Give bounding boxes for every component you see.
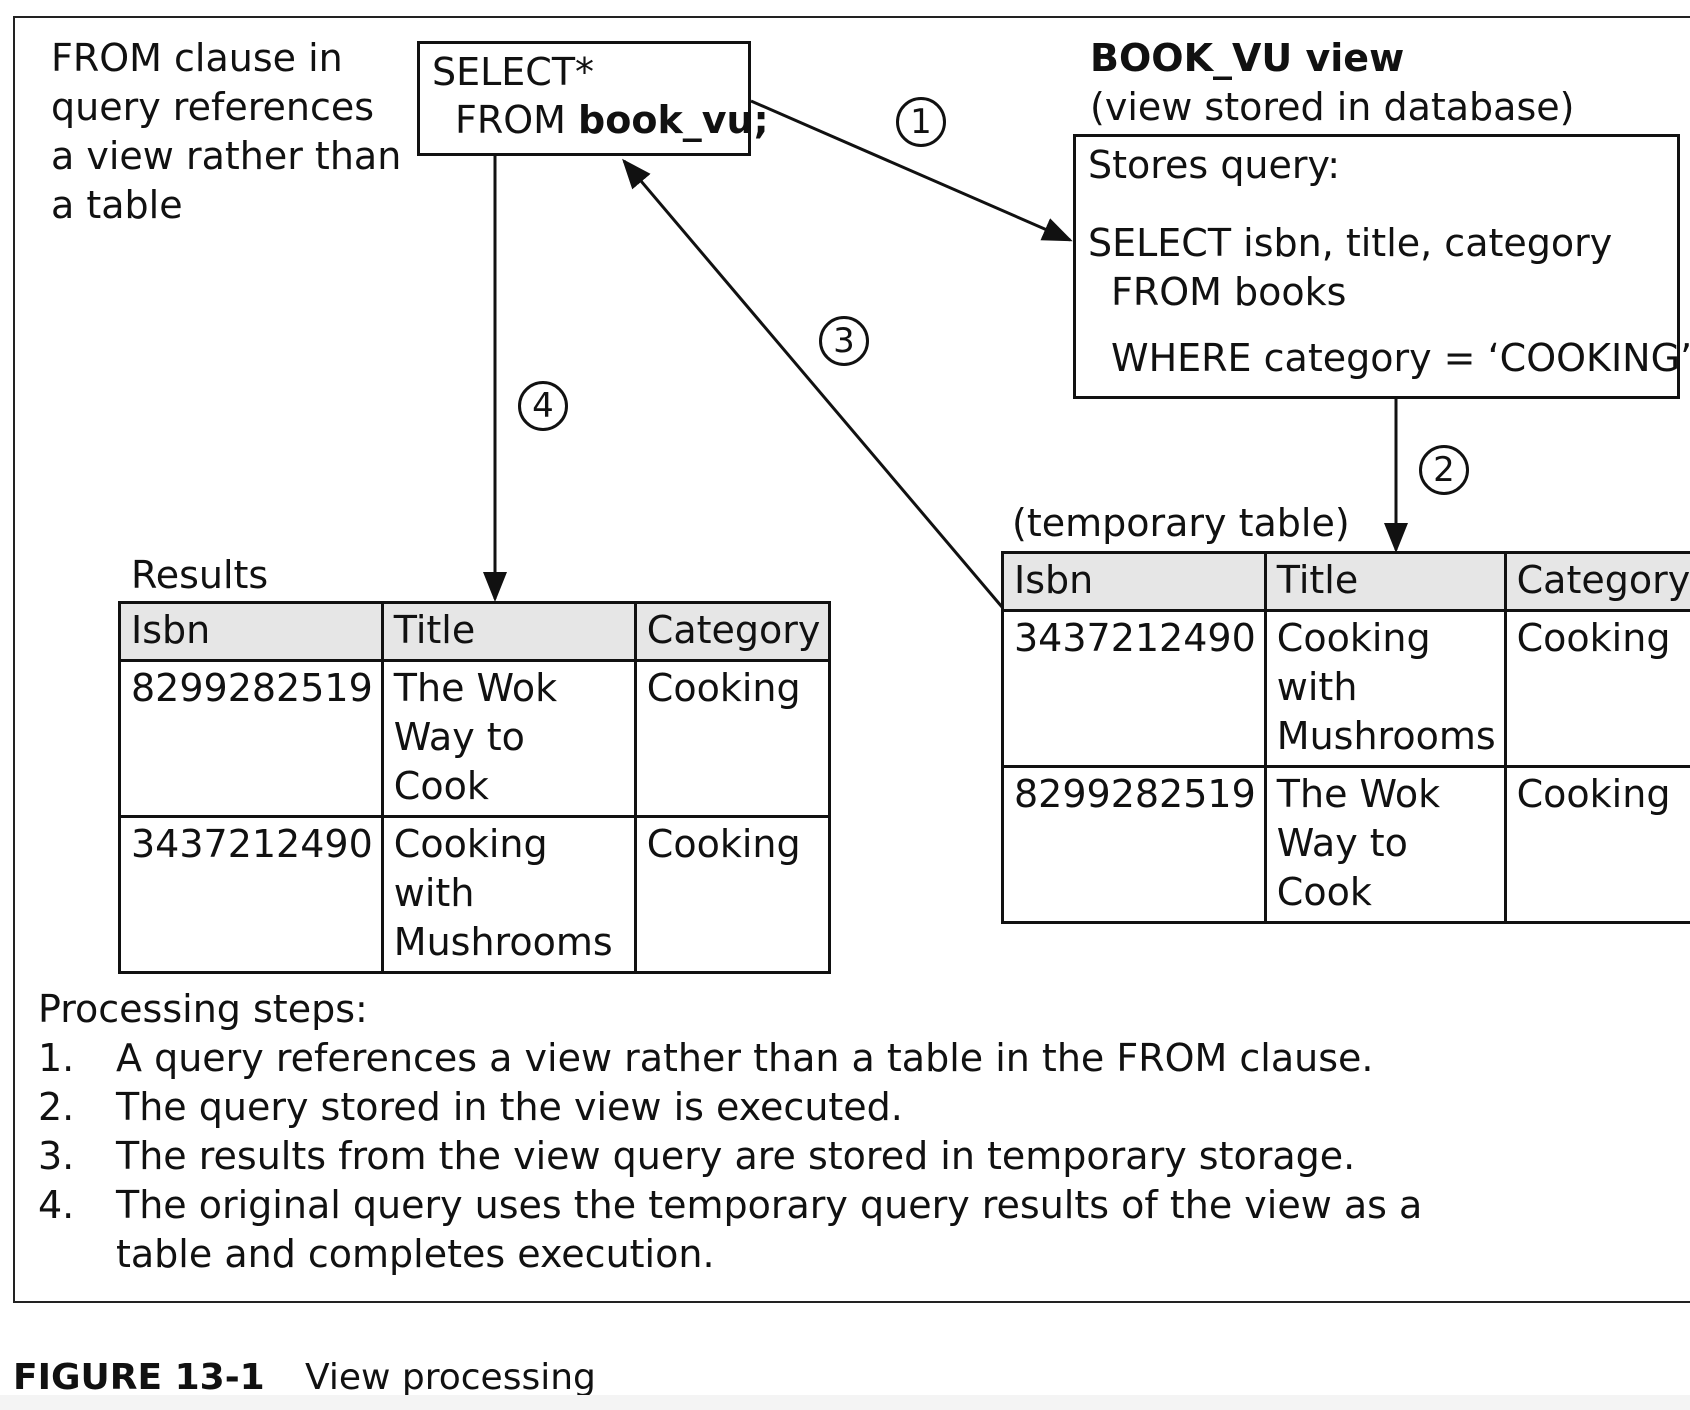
- bottom-strip: [0, 1395, 1690, 1410]
- view-query-box: Stores query: SELECT isbn, title, catego…: [1073, 134, 1690, 399]
- view-sql-line-2: FROM books: [1111, 270, 1347, 314]
- column-header: Title: [380, 601, 637, 662]
- note-line: a view rather than: [51, 134, 402, 178]
- note-line: FROM clause in: [51, 36, 343, 80]
- diagram-frame: [13, 16, 1690, 1303]
- figure-number: FIGURE 13-1: [13, 1357, 265, 1398]
- steps-heading: Processing steps:: [38, 987, 368, 1031]
- isbn-cell: 8299282519: [1001, 765, 1267, 924]
- isbn-cell: 8299282519: [118, 659, 384, 818]
- column-header: Category: [633, 601, 832, 662]
- column-header: Isbn: [118, 601, 384, 662]
- isbn-cell: 3437212490: [1001, 609, 1267, 768]
- table-row: 8299282519 The Wok Way to Cook Cooking: [1001, 765, 1690, 924]
- step-number: 3.: [38, 1134, 75, 1178]
- results-label: Results: [131, 553, 269, 597]
- column-header: Isbn: [1001, 551, 1267, 612]
- step-item: 1. A query references a view rather than…: [38, 1034, 1516, 1083]
- temp-table-label: (temporary table): [1012, 501, 1350, 545]
- query-from-keyword: FROM: [455, 98, 579, 142]
- step-3-marker: 3: [819, 316, 869, 366]
- results-table: Isbn Title Category 8299282519 The Wok W…: [118, 601, 832, 974]
- step-number: 2.: [38, 1085, 75, 1129]
- category-cell: Cooking: [633, 659, 832, 818]
- step-number: 1.: [38, 1036, 75, 1080]
- step-number: 4.: [38, 1183, 75, 1227]
- step-item: 4. The original query uses the temporary…: [38, 1181, 1516, 1279]
- select-query-box: SELECT* FROM book_vu;: [417, 41, 769, 156]
- category-cell: Cooking: [1503, 609, 1690, 768]
- title-cell: The Wok Way to Cook: [380, 659, 637, 818]
- step-1-marker: 1: [896, 97, 946, 147]
- title-cell: Cooking with Mushrooms: [1263, 609, 1507, 768]
- view-sql-line-3: WHERE category = ‘COOKING’;: [1111, 336, 1690, 380]
- note-line: a table: [51, 183, 183, 227]
- category-cell: Cooking: [633, 815, 832, 974]
- query-line-1: SELECT*: [432, 50, 595, 94]
- step-text: The results from the view query are stor…: [116, 1134, 1356, 1178]
- step-item: 2. The query stored in the view is execu…: [38, 1083, 1516, 1132]
- results-header-row: Isbn Title Category: [118, 601, 832, 662]
- step-2-marker: 2: [1419, 445, 1469, 495]
- arrow-step-1: [750, 99, 1073, 242]
- arrow-step-3: [622, 158, 1004, 608]
- view-sql-line-1: SELECT isbn, title, category: [1088, 221, 1613, 265]
- step-text: A query references a view rather than a …: [116, 1036, 1374, 1080]
- query-view-name: book_vu;: [578, 98, 769, 142]
- column-header: Title: [1263, 551, 1507, 612]
- title-cell: The Wok Way to Cook: [1263, 765, 1507, 924]
- table-row: 8299282519 The Wok Way to Cook Cooking: [118, 659, 832, 818]
- table-row: 3437212490 Cooking with Mushrooms Cookin…: [118, 815, 832, 974]
- query-line-2: FROM book_vu;: [455, 96, 769, 145]
- figure-title: View processing: [305, 1357, 596, 1398]
- temporary-table: Isbn Title Category 3437212490 Cooking w…: [1001, 551, 1690, 924]
- step-text: The query stored in the view is executed…: [116, 1085, 903, 1129]
- processing-steps: Processing steps: 1. A query references …: [38, 985, 1516, 1279]
- step-item: 3. The results from the view query are s…: [38, 1132, 1516, 1181]
- step-4-marker: 4: [518, 381, 568, 431]
- category-cell: Cooking: [1503, 765, 1690, 924]
- stores-query-label: Stores query:: [1088, 143, 1341, 187]
- note-line: query references: [51, 85, 375, 129]
- step-text: The original query uses the temporary qu…: [116, 1183, 1423, 1276]
- column-header: Category: [1503, 551, 1690, 612]
- view-title: BOOK_VU view: [1090, 36, 1405, 80]
- isbn-cell: 3437212490: [118, 815, 384, 974]
- title-cell: Cooking with Mushrooms: [380, 815, 637, 974]
- temp-header-row: Isbn Title Category: [1001, 551, 1690, 612]
- table-row: 3437212490 Cooking with Mushrooms Cookin…: [1001, 609, 1690, 768]
- view-subtitle: (view stored in database): [1090, 85, 1575, 129]
